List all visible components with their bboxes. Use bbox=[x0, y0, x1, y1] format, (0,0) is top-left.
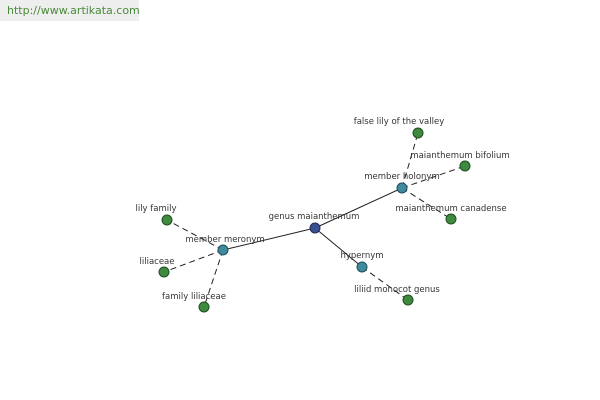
node-false-lily[interactable] bbox=[412, 127, 424, 139]
labels: genus maianthemum member holonym member … bbox=[135, 117, 509, 302]
node-center[interactable] bbox=[309, 222, 321, 234]
edges bbox=[163, 132, 466, 308]
node-member-holonym[interactable] bbox=[396, 182, 408, 194]
edge-meronym-family-liliaceae bbox=[203, 249, 224, 308]
edge-hypernym-liliid bbox=[361, 266, 409, 301]
site-url-link[interactable]: http://www.artikata.com bbox=[0, 0, 140, 21]
label-bifolium[interactable]: maianthemum bifolium bbox=[410, 151, 509, 161]
edge-meronym-lily-family bbox=[166, 219, 224, 251]
node-lily-family[interactable] bbox=[161, 214, 173, 226]
edge-holonym-bifolium bbox=[401, 165, 466, 189]
node-hypernym[interactable] bbox=[356, 261, 368, 273]
node-liliid[interactable] bbox=[402, 294, 414, 306]
label-member-holonym[interactable]: member holonym bbox=[364, 172, 439, 182]
nodes bbox=[158, 127, 471, 313]
label-member-meronym[interactable]: member meronym bbox=[185, 235, 264, 245]
edge-center-holonym bbox=[314, 187, 403, 229]
label-false-lily[interactable]: false lily of the valley bbox=[354, 117, 445, 127]
label-lily-family[interactable]: lily family bbox=[135, 204, 176, 214]
node-member-meronym[interactable] bbox=[217, 244, 229, 256]
edge-center-meronym bbox=[222, 227, 316, 251]
label-hypernym[interactable]: hypernym bbox=[340, 251, 383, 261]
node-liliaceae[interactable] bbox=[158, 266, 170, 278]
label-canadense[interactable]: maianthemum canadense bbox=[395, 204, 506, 214]
label-center[interactable]: genus maianthemum bbox=[269, 212, 360, 222]
edge-center-hypernym bbox=[314, 227, 363, 268]
label-family-liliaceae[interactable]: family liliaceae bbox=[162, 292, 226, 302]
label-liliaceae[interactable]: liliaceae bbox=[140, 257, 175, 267]
label-liliid[interactable]: liliid monocot genus bbox=[354, 285, 440, 295]
node-bifolium[interactable] bbox=[459, 160, 471, 172]
node-family-liliaceae[interactable] bbox=[198, 301, 210, 313]
edge-meronym-liliaceae bbox=[163, 249, 224, 273]
node-canadense[interactable] bbox=[445, 213, 457, 225]
